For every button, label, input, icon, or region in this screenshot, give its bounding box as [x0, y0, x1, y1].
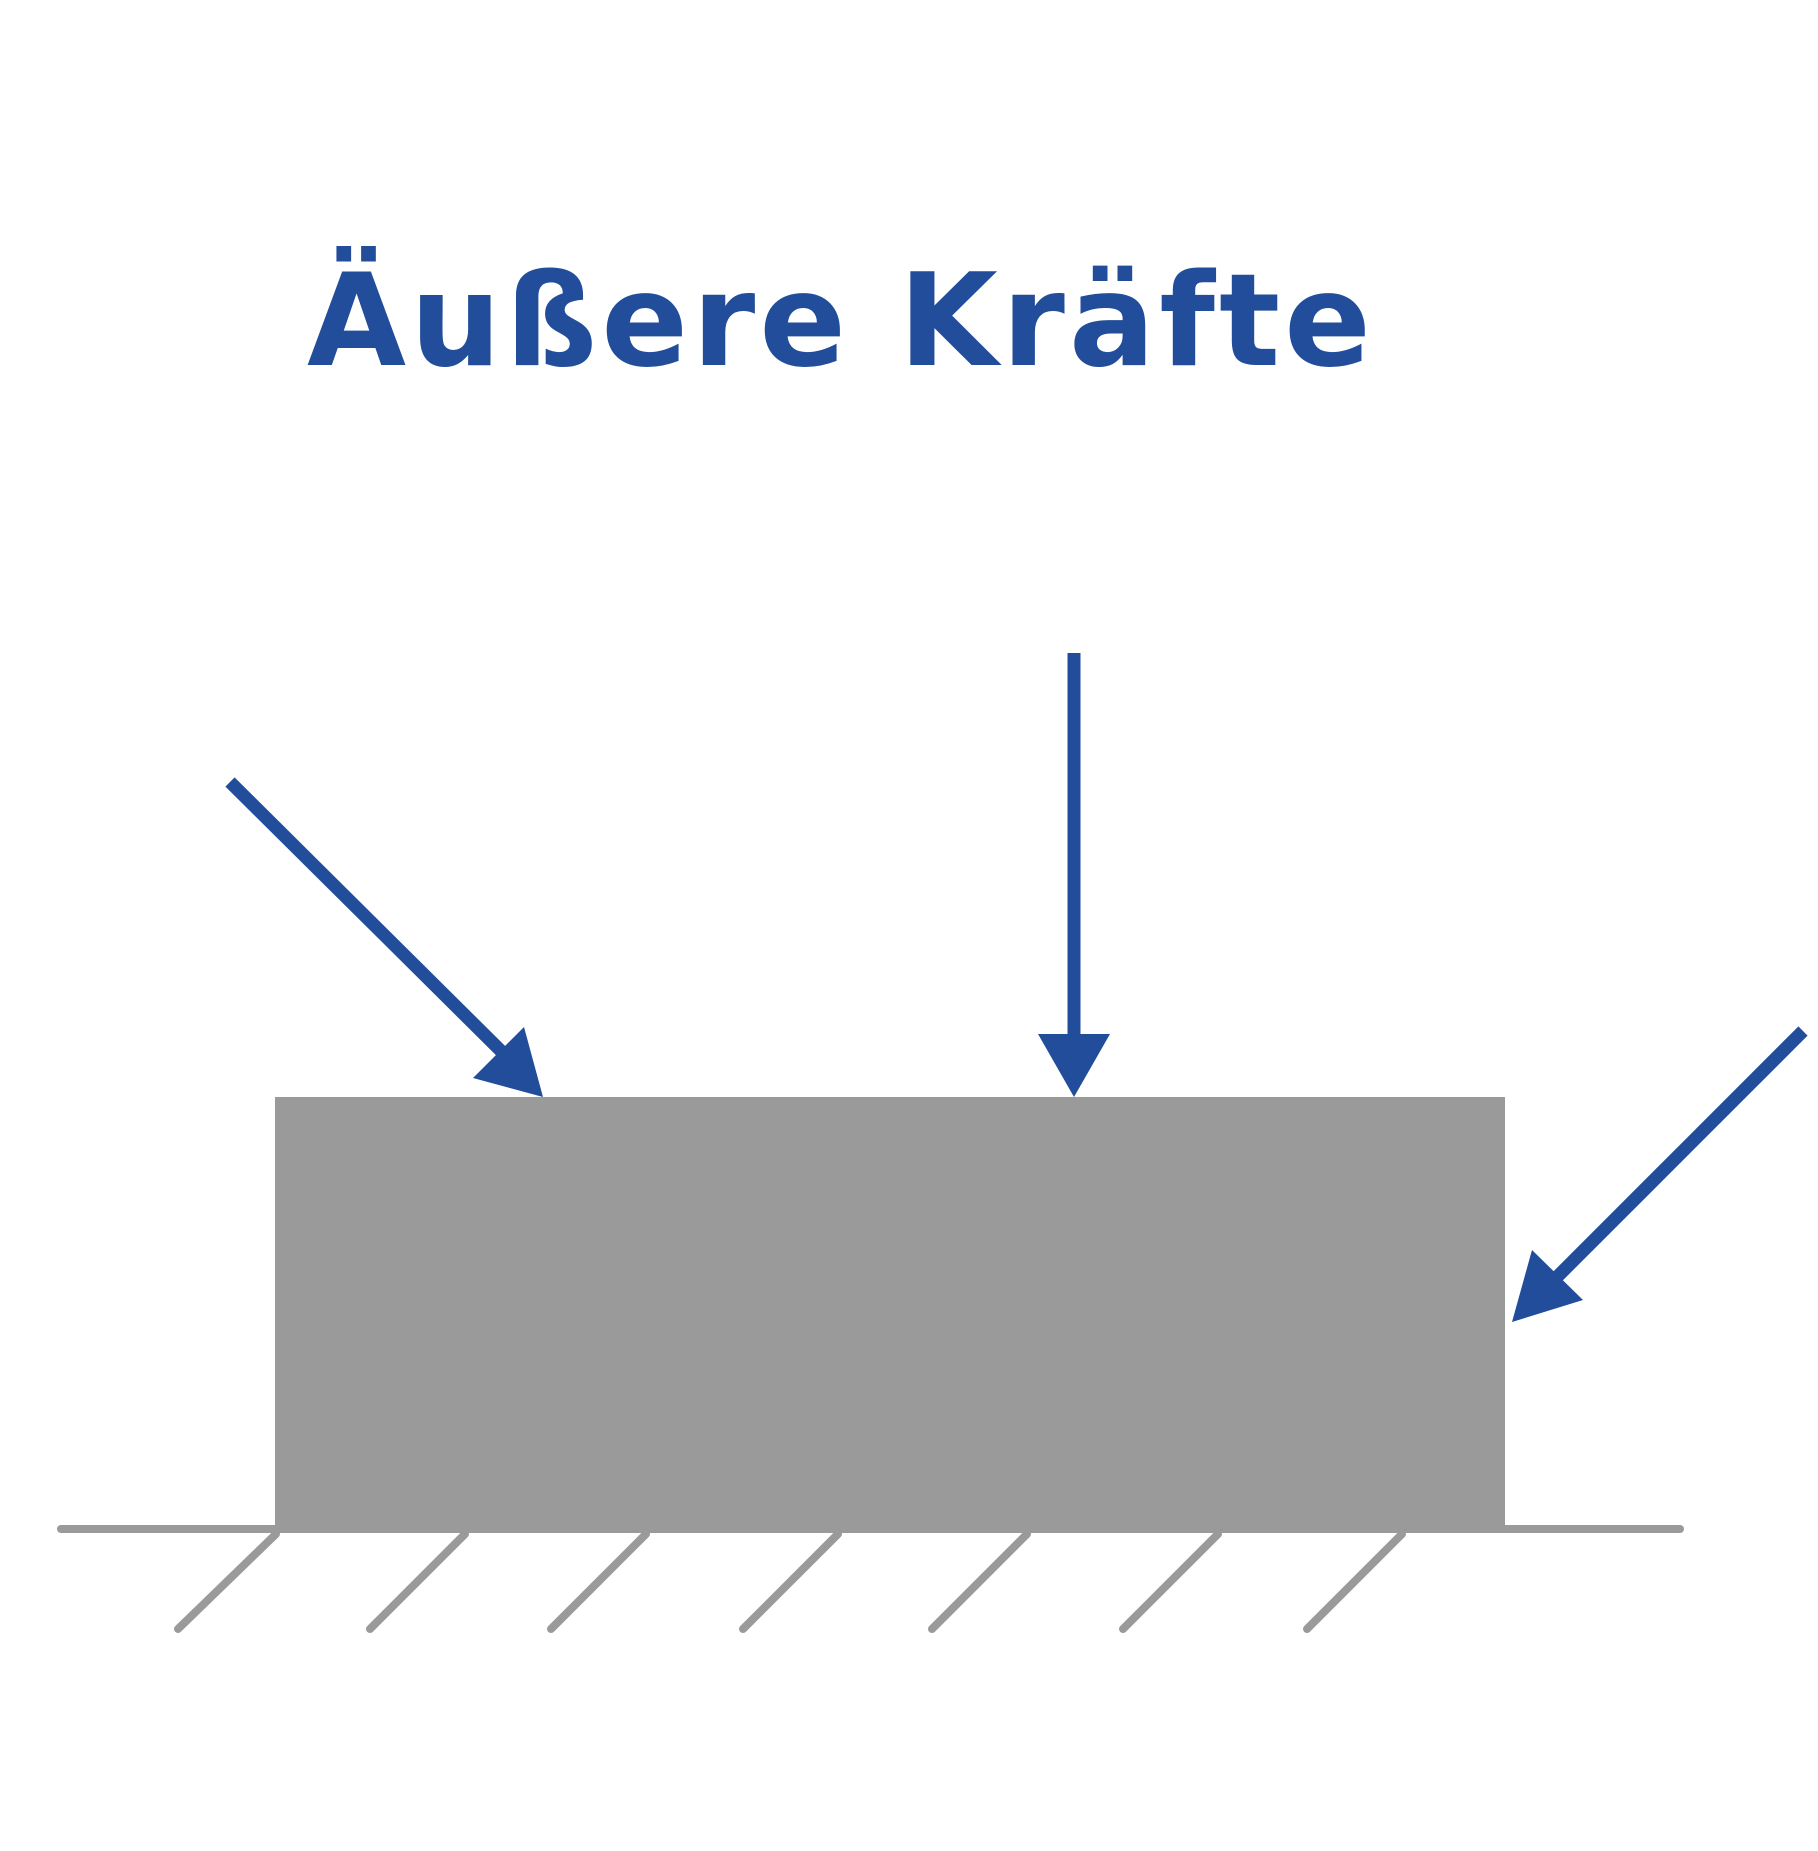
force-arrowhead: [473, 1027, 543, 1097]
ground-hatch: [1119, 1530, 1222, 1633]
force-arrowhead: [1038, 1034, 1110, 1097]
ground-support: [57, 1525, 1684, 1633]
force-arrowhead: [1512, 1250, 1583, 1322]
ground-hatch: [1303, 1530, 1406, 1633]
ground-hatch: [928, 1530, 1031, 1633]
force-arrow-shaft: [1544, 1026, 1808, 1290]
force-arrow-diagonal-right: [1512, 1026, 1808, 1322]
diagram-title: Äußere Kräfte: [307, 247, 1375, 396]
ground-hatch: [366, 1530, 469, 1633]
body-block: [275, 1097, 1505, 1533]
force-arrow-vertical: [1038, 653, 1110, 1097]
ground-hatch: [547, 1530, 650, 1633]
ground-hatch: [174, 1530, 280, 1633]
force-arrow-shaft: [225, 777, 508, 1058]
ground-hatch: [739, 1530, 842, 1633]
force-arrow-diagonal-left: [225, 777, 543, 1097]
